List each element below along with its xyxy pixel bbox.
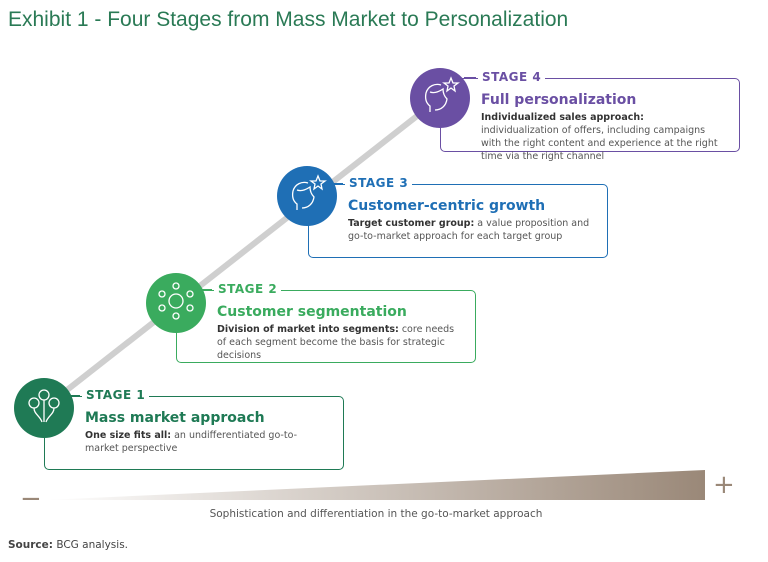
stage-3-description: Target customer group: a value propositi… — [348, 217, 592, 243]
stage-lead: Target customer group: — [348, 218, 475, 229]
scale-caption: Sophistication and differentiation in th… — [209, 508, 543, 520]
stage-desc: core needs of each segment become the ba… — [217, 324, 455, 361]
stage-4-description: Individualized sales approach: individua… — [481, 111, 724, 163]
exhibit-title: Exhibit 1 - Four Stages from Mass Market… — [8, 8, 569, 31]
plus-sign: + — [713, 470, 735, 500]
stage-4-label: STAGE 4 — [463, 70, 546, 84]
stage-1-title: Mass market approach — [85, 410, 265, 426]
stage-2-title: Customer segmentation — [217, 304, 407, 320]
stage-lead: One size fits all: — [85, 430, 172, 441]
stage-2-label: STAGE 2 — [199, 282, 282, 296]
stage-1-description: One size fits all: an undifferentiated g… — [85, 429, 328, 455]
stage-desc: an undifferentiated go-to-market perspec… — [85, 430, 298, 454]
stage-3-label: STAGE 3 — [330, 176, 413, 190]
source-label: Source: — [8, 539, 53, 551]
source-text: BCG analysis. — [52, 539, 128, 551]
stage-desc: a value proposition and go-to-market app… — [348, 218, 590, 242]
source-note: Source: BCG analysis. — [8, 539, 128, 551]
stage-2-description: Division of market into segments: core n… — [217, 323, 460, 362]
stage-2-badge — [146, 273, 206, 333]
progression-line — [42, 95, 442, 411]
stage-1-label: STAGE 1 — [67, 388, 150, 402]
network-people-icon — [156, 281, 196, 325]
minus-sign: − — [20, 484, 42, 514]
people-branching-icon — [24, 386, 64, 430]
stage-3-badge — [277, 166, 337, 226]
stage-lead: Individualized sales approach: — [481, 112, 644, 123]
stage-4-title: Full personalization — [481, 92, 637, 108]
stage-lead: Division of market into segments: — [217, 324, 399, 335]
head-star-icon — [287, 174, 327, 218]
stage-3-title: Customer-centric growth — [348, 198, 546, 214]
head-star-icon — [420, 76, 460, 120]
stage-1-badge — [14, 378, 74, 438]
sophistication-wedge — [45, 470, 705, 500]
stage-4-badge — [410, 68, 470, 128]
stage-desc: individualization of offers, including c… — [481, 125, 718, 162]
